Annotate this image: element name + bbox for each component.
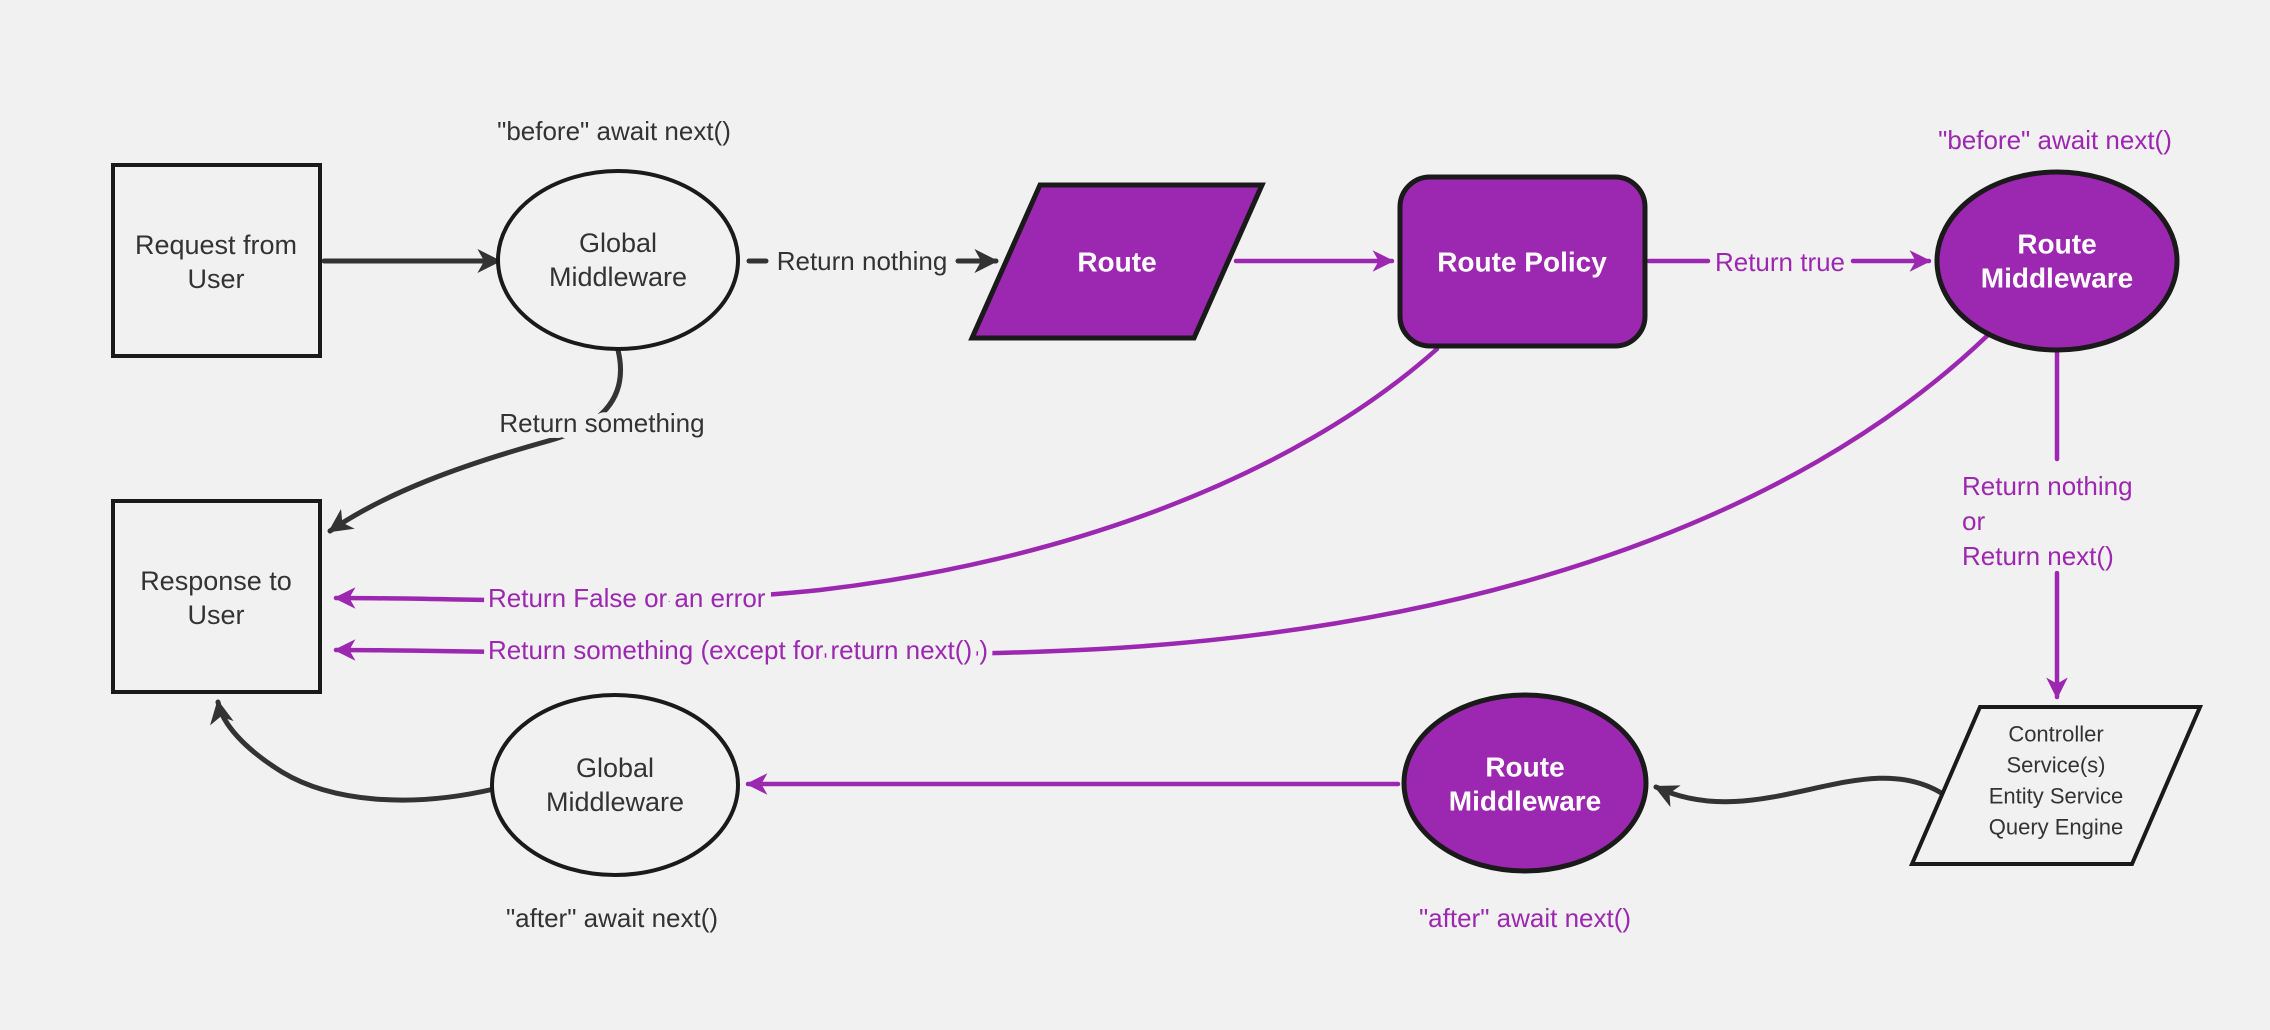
request-user-label-line2: User — [187, 264, 244, 294]
request-user-label-line1: Request from — [135, 230, 297, 260]
edge-policy-return-false — [333, 346, 1440, 609]
response-user-label-line1: Response to — [140, 566, 292, 596]
global-middleware-bottom-label-line2: Middleware — [546, 787, 684, 817]
edge-controller-to-rmbottom — [1653, 775, 1946, 808]
node-response-to-user — [111, 499, 322, 694]
node-route-middleware-bottom — [1401, 692, 1649, 874]
controller-label-line1: Controller — [2008, 722, 2103, 747]
label-after-await-left: "after" await next() — [506, 903, 718, 933]
node-controller-services — [1908, 705, 2204, 866]
edges — [210, 248, 2068, 808]
edge-rm-return-something-except — [333, 332, 1991, 661]
label-return-nothing-or-line2: or — [1962, 506, 1985, 536]
label-before-await-top: "before" await next() — [497, 116, 731, 146]
label-before-await-right: "before" await next() — [1938, 125, 2172, 155]
global-middleware-top-label-line2: Middleware — [549, 262, 687, 292]
label-return-nothing-or-line3: Return next() — [1962, 541, 2114, 571]
label-return-true: Return true — [1715, 247, 1845, 277]
label-return-something-except: Return something (except for return next… — [488, 635, 988, 665]
node-route-middleware-top — [1934, 169, 2180, 353]
edge-labels: "before" await next() Return nothing Ret… — [482, 110, 2178, 939]
label-return-false-error: Return False or an error — [488, 583, 766, 613]
route-middleware-bottom-label-line2: Middleware — [1449, 786, 1601, 817]
response-user-label-line2: User — [187, 600, 244, 630]
label-return-something: Return something — [499, 408, 704, 438]
node-request-from-user — [111, 163, 322, 358]
route-middleware-top-label-line1: Route — [2017, 229, 2096, 260]
nodes — [111, 163, 2204, 877]
node-route-policy — [1397, 174, 1648, 349]
label-after-await-mid: "after" await next() — [1419, 903, 1631, 933]
route-policy-label: Route Policy — [1437, 247, 1607, 278]
controller-label-line2: Service(s) — [2006, 753, 2105, 778]
node-labels: Request from User Global Middleware Rout… — [135, 228, 2133, 840]
label-return-nothing-or-line1: Return nothing — [1962, 471, 2133, 501]
node-global-middleware-top — [496, 169, 740, 351]
node-global-middleware-bottom — [490, 693, 740, 877]
route-middleware-bottom-label-line1: Route — [1485, 752, 1564, 783]
controller-label-line4: Query Engine — [1989, 815, 2124, 840]
node-route — [968, 182, 1266, 341]
edge-global-return-something — [327, 347, 624, 534]
edge-globalbottom-to-response — [210, 699, 497, 803]
route-middleware-top-label-line2: Middleware — [1981, 263, 2133, 294]
label-return-nothing-top: Return nothing — [777, 246, 948, 276]
route-label: Route — [1077, 247, 1156, 278]
global-middleware-top-label-line1: Global — [579, 228, 657, 258]
global-middleware-bottom-label-line1: Global — [576, 753, 654, 783]
controller-label-line3: Entity Service — [1989, 784, 2124, 809]
